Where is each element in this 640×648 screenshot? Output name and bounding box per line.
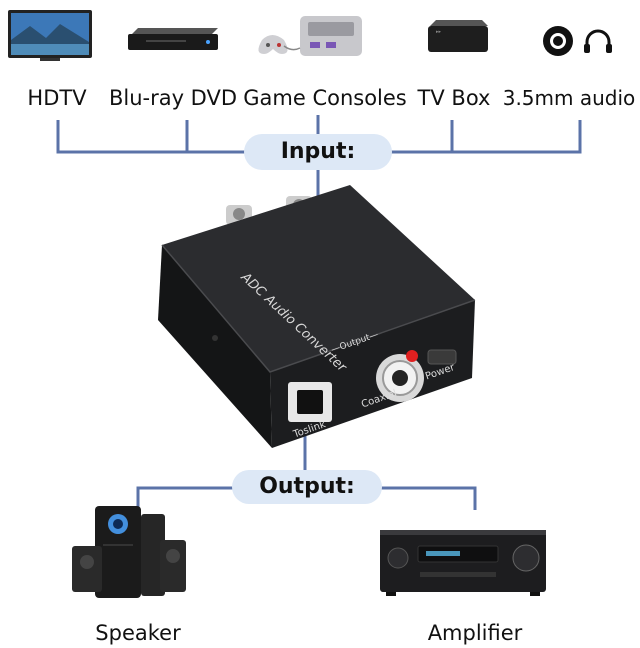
input-label-audio-jack: 3.5mm audio — [502, 86, 636, 110]
tv-icon — [8, 10, 92, 61]
headphone-jack-icon — [543, 26, 612, 56]
tv-box-icon: ▸▸ — [428, 20, 488, 52]
svg-text:▸▸: ▸▸ — [436, 29, 442, 35]
speaker-icon — [72, 506, 186, 598]
input-title: Input: — [244, 134, 392, 170]
input-label-tv-box: TV Box — [417, 86, 491, 110]
adc-converter-device — [158, 185, 476, 448]
input-label-hdtv: HDTV — [27, 86, 87, 110]
input-label-bluray: Blu-ray DVD — [108, 86, 238, 110]
amplifier-icon — [380, 530, 546, 596]
output-label-speaker: Speaker — [95, 621, 181, 645]
output-label-amplifier: Amplifier — [427, 621, 523, 645]
input-label-game-consoles: Game Consoles — [243, 86, 407, 110]
game-console-icon — [258, 16, 362, 56]
bluray-player-icon — [128, 28, 218, 50]
output-title: Output: — [232, 470, 382, 504]
